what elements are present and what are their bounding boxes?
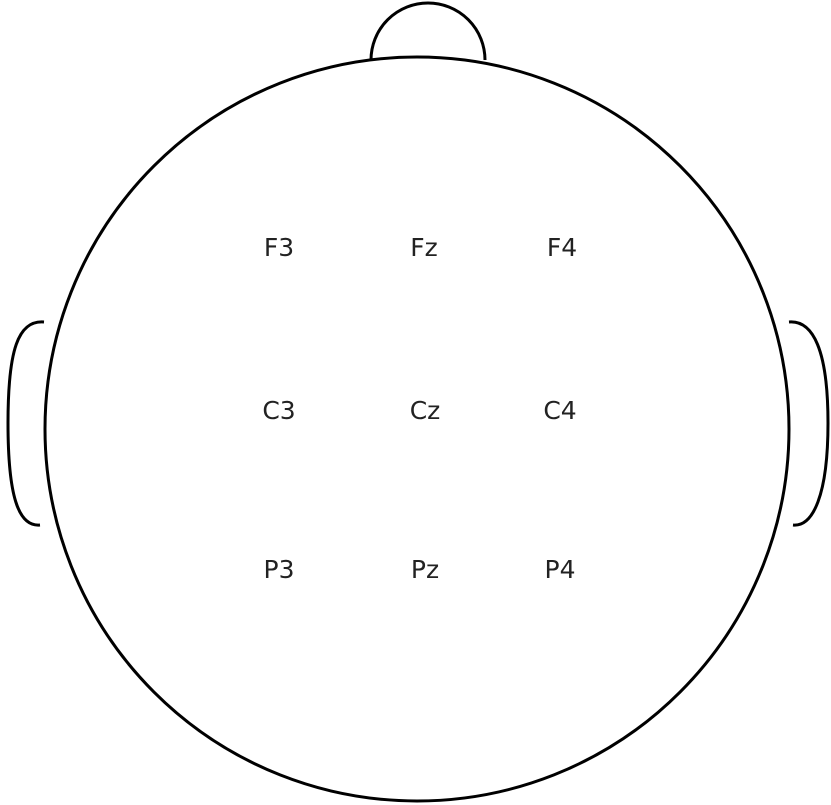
electrode-label-c3: C3: [262, 396, 295, 425]
electrode-label-p3: P3: [264, 555, 295, 584]
electrode-label-f3: F3: [264, 233, 294, 262]
head-outline: [43, 55, 791, 803]
nose-shape: [369, 1, 487, 61]
electrode-label-c4: C4: [543, 396, 576, 425]
right-ear-shape: [788, 320, 830, 527]
left-ear-shape: [6, 320, 45, 527]
electrode-label-fz: Fz: [410, 233, 438, 262]
electrode-label-p4: P4: [545, 555, 576, 584]
electrode-label-f4: F4: [547, 233, 577, 262]
electrode-label-pz: Pz: [411, 555, 439, 584]
electrode-label-cz: Cz: [410, 396, 441, 425]
